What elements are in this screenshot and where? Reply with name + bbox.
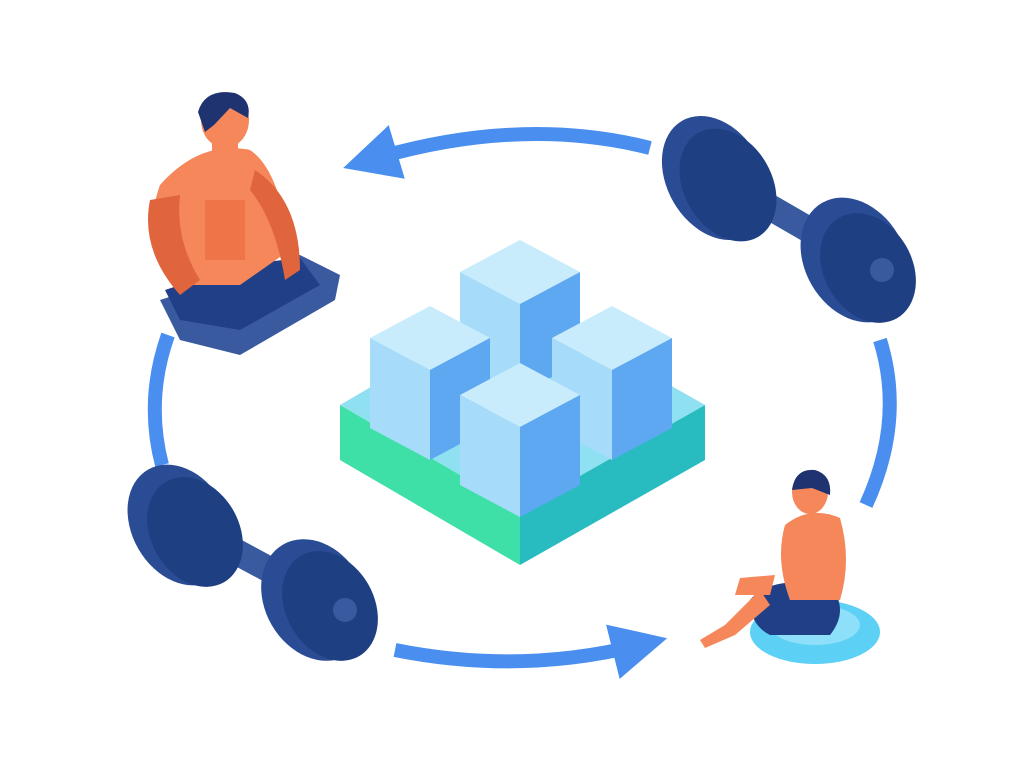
person-resting-icon	[700, 469, 880, 664]
cube-right	[612, 338, 672, 460]
cube-stack-icon	[340, 240, 705, 565]
cube-left	[370, 338, 430, 460]
arrow-top-icon	[343, 125, 652, 179]
dumbbell-icon	[661, 116, 916, 323]
cube-right	[520, 395, 580, 517]
arrow-right-icon	[859, 337, 897, 508]
arrow-bottom-icon	[393, 624, 668, 679]
cube-left	[460, 395, 520, 517]
arrow-left-icon	[147, 332, 175, 467]
person-muscular-icon	[148, 92, 340, 355]
base-left	[340, 405, 520, 565]
base-right	[520, 405, 705, 565]
cycle-arrows	[147, 125, 897, 679]
dumbbell-icon	[127, 464, 378, 661]
